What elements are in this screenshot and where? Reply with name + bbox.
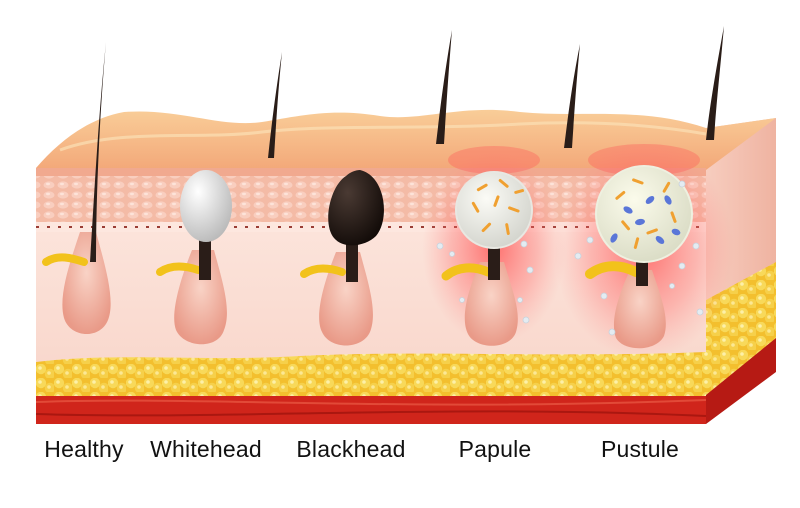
- hair-whitehead: [199, 236, 211, 280]
- whitehead-plug: [180, 170, 232, 242]
- hair-healthy: [90, 42, 106, 262]
- follicle-healthy: [42, 42, 111, 335]
- label-pustule: Pustule: [600, 436, 680, 462]
- hair-shaft-2: [268, 52, 282, 158]
- label-healthy: Healthy: [44, 436, 124, 462]
- pustule-bacteria-blue: [610, 195, 681, 244]
- label-blackhead: Blackhead: [296, 436, 406, 462]
- pustule-cells: [574, 180, 704, 336]
- hair-shaft-5: [706, 26, 724, 140]
- epidermis-top-band: [36, 168, 706, 176]
- follicle-papule: [436, 44, 580, 346]
- muscle-layer: [35, 396, 707, 424]
- follicle-blackhead: [300, 30, 452, 346]
- hair-papule: [488, 240, 500, 280]
- hair-shaft-3: [436, 30, 452, 144]
- papule-sac: [455, 171, 533, 249]
- surface-redness-pustule: [588, 144, 700, 176]
- skin-surface: [36, 109, 776, 170]
- surface-highlight: [59, 121, 707, 152]
- blackhead-plug: [328, 170, 384, 246]
- pustule-sac: [595, 165, 693, 263]
- follicle-pustule: [574, 26, 724, 349]
- fat-layer: [36, 352, 706, 398]
- hair-blackhead: [346, 236, 358, 282]
- papule-bacteria: [471, 178, 525, 236]
- hair-shaft-4: [564, 44, 580, 148]
- papule-cells: [436, 240, 534, 324]
- pustule-bacteria-orange: [615, 178, 677, 249]
- label-papule: Papule: [458, 436, 532, 462]
- label-whitehead: Whitehead: [150, 436, 262, 462]
- surface-redness-papule: [448, 146, 540, 174]
- follicle-whitehead: [156, 52, 282, 345]
